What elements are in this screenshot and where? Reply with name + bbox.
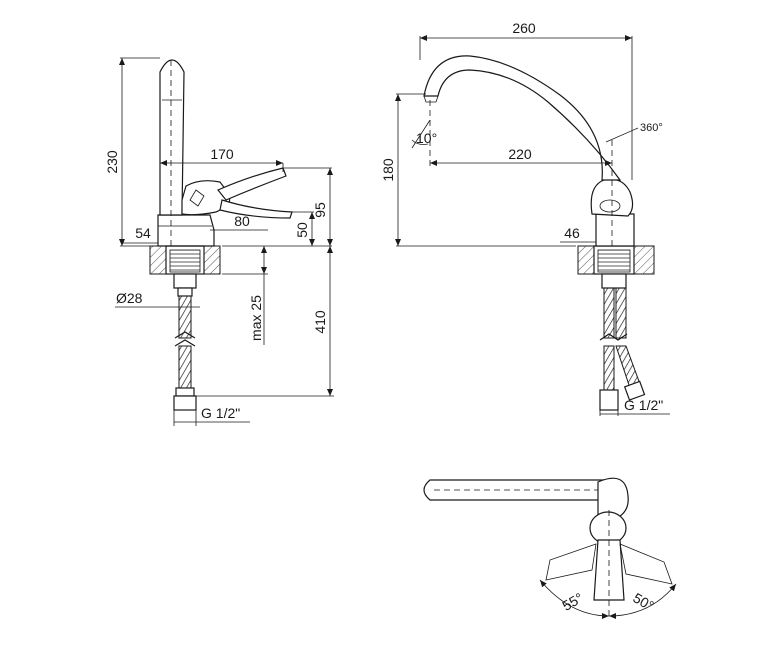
dim-front-46: 46 [564, 225, 580, 241]
front-cartridge [590, 178, 634, 217]
front-hose-left [603, 287, 615, 339]
dim-side-max25: max 25 [248, 295, 264, 341]
side-spout [159, 59, 185, 216]
dim-front-rotation: 360° [640, 122, 663, 134]
dim-top-55: 55° [559, 589, 585, 613]
side-mount-thread [169, 249, 201, 273]
side-nut-lower [177, 287, 193, 297]
side-hose-upper [178, 295, 192, 339]
dim-side-170: 170 [210, 146, 234, 162]
top-lever-right [619, 543, 673, 585]
dim-side-80: 80 [234, 213, 250, 229]
side-base [157, 214, 215, 247]
dim-side-230: 230 [104, 150, 120, 174]
top-cartridge [589, 511, 627, 545]
dim-front-thread: G 1/2" [624, 397, 663, 413]
dim-side-410: 410 [312, 310, 328, 334]
side-lever-lower [219, 199, 293, 219]
dim-side-28: Ø28 [116, 290, 143, 306]
side-view: 230 170 95 50 80 54 Ø28 max 25 410 [104, 57, 334, 426]
dim-top-50: 50° [630, 589, 656, 613]
dim-front-260: 260 [512, 20, 536, 36]
dim-front-180: 180 [380, 158, 396, 182]
side-hose-nut [173, 395, 197, 411]
front-hose-right [615, 345, 641, 389]
top-view: 55° 50° [423, 477, 677, 620]
dim-side-thread: G 1/2" [201, 405, 240, 421]
front-view: 260 220 180 10° 360° 46 G 1/2" [380, 20, 670, 416]
dim-front-220: 220 [508, 146, 532, 162]
front-base [595, 213, 635, 247]
dim-front-angle: 10° [416, 130, 437, 146]
side-nut [173, 273, 197, 289]
side-hose-break [174, 331, 196, 347]
side-hose-fitting [175, 387, 195, 397]
top-lever-left [545, 543, 597, 581]
dim-side-50: 50 [294, 222, 310, 238]
side-hose-lower [178, 345, 192, 389]
side-lever [217, 167, 287, 201]
dim-side-95: 95 [312, 202, 328, 218]
dim-side-54: 54 [135, 225, 151, 241]
